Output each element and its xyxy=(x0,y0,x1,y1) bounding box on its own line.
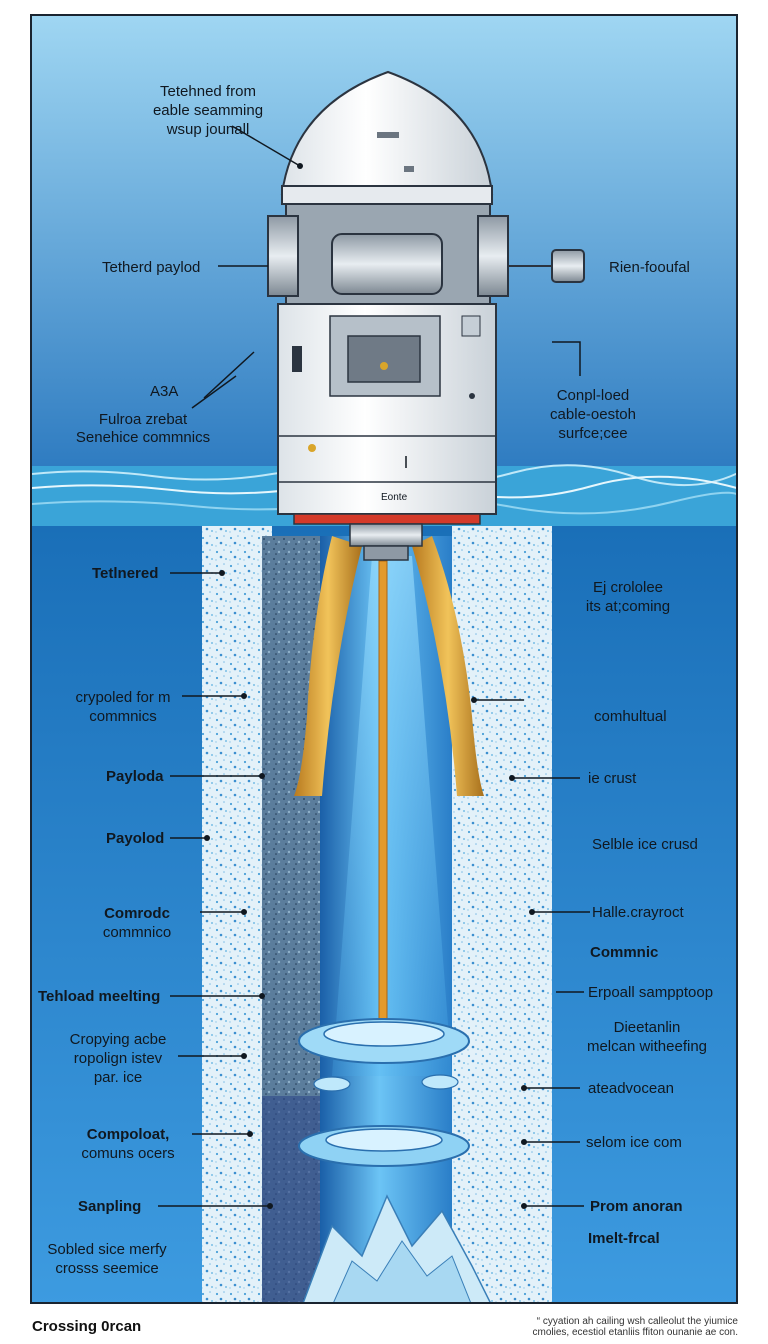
callout-top-line3: wsup jounall xyxy=(166,121,250,138)
label-comhulual: comhultual xyxy=(594,708,667,725)
label-dieetanlin-line1: Dieetanlin xyxy=(613,1019,681,1036)
label-asa: A3A xyxy=(150,383,179,400)
shaft-lining-right xyxy=(412,536,484,796)
label-cropying-line1: Cropying acbe xyxy=(69,1031,167,1048)
motor-assembly-icon xyxy=(331,233,443,295)
ice-wall-right xyxy=(452,526,552,1302)
label-compoloat-line2: comuns ocers xyxy=(81,1145,175,1162)
label-rien-foufal: Rien-fooufal xyxy=(609,259,690,276)
label-fulroa-line2: Senehice commnics xyxy=(75,429,211,446)
melt-disc-lower xyxy=(298,1125,470,1167)
caption-right-line1: “ cyyation ah cailing wsh calleolut the … xyxy=(536,1316,738,1327)
shaft-lining-left xyxy=(294,536,362,796)
label-selble: Selble ice crusd xyxy=(592,836,698,853)
label-payolod: Payolod xyxy=(106,830,165,847)
label-sobled-line2: crosss seemice xyxy=(55,1260,159,1277)
label-comrodc-line1: Comrodc xyxy=(104,905,170,922)
label-comrodc-line2: commnico xyxy=(102,924,172,941)
label-selom: selom ice com xyxy=(586,1134,682,1151)
label-tetlnered: Tetlnered xyxy=(92,565,159,582)
label-cryopled-line2: commnics xyxy=(89,708,157,725)
label-payloda: Payloda xyxy=(106,768,164,785)
label-halle: Halle.crayroct xyxy=(592,904,684,921)
label-imelt: Imelt-frcal xyxy=(588,1230,660,1247)
leader-lines xyxy=(158,125,590,1207)
label-ie-crust: ie crust xyxy=(588,770,637,787)
cryobot-probe xyxy=(267,70,585,561)
callout-top-line1: Tetehned from xyxy=(160,83,256,100)
label-compoloat-line1: Compoloat, xyxy=(86,1126,170,1143)
label-ej-line1: Ej crololee xyxy=(592,579,664,596)
ice-wall-left xyxy=(202,526,272,1302)
melt-disc-upper xyxy=(298,1018,470,1064)
label-erpoall: Erpoall sampptoop xyxy=(588,984,714,1001)
label-conpl-line2: cable-oestoh xyxy=(550,406,636,423)
label-conpl-line1: Conpl-loed xyxy=(556,387,630,404)
label-cropying-line3: par. ice xyxy=(93,1069,143,1086)
caption-right: “ cyyation ah cailing wsh calleolut the … xyxy=(488,1316,739,1338)
ice-crystals xyxy=(302,1194,491,1302)
diagram-frame: Tetehned from eable seamming wsup jounal… xyxy=(30,14,738,1304)
label-cropying-line2: ropolign istev xyxy=(73,1050,163,1067)
label-dieetanlin-line2: melcan witheefing xyxy=(586,1038,708,1055)
label-sanpling: Sanpling xyxy=(78,1198,142,1215)
cryobot-illustration xyxy=(32,16,736,1302)
label-ateadvocean: ateadvocean xyxy=(588,1080,674,1097)
label-ej-line2: its at;coming xyxy=(585,598,671,615)
label-prom: Prom anoran xyxy=(590,1198,683,1215)
caption-right-line2: cmolies, ecestiol etanliis ffiton ounani… xyxy=(532,1327,739,1338)
callout-top-line2: eable seamming xyxy=(152,102,264,119)
side-thruster-icon xyxy=(551,249,585,283)
label-cryopled-line1: crypoled for m xyxy=(75,689,171,706)
label-tehload: Tehload meelting xyxy=(38,988,161,1005)
label-commnic: Commnic xyxy=(590,944,659,961)
tether-cable xyxy=(378,560,388,1047)
probe-plate-label: Eonte xyxy=(381,492,408,503)
caption-left: Crossing 0rcan xyxy=(32,1318,142,1335)
label-sobled-line1: Sobled sice merfy xyxy=(47,1241,167,1258)
label-conpl-line3: surfce;cee xyxy=(558,425,628,442)
label-fulroa-line1: Fulroa zrebat xyxy=(98,411,188,428)
label-tethered-payload: Tetherd paylod xyxy=(102,259,201,276)
